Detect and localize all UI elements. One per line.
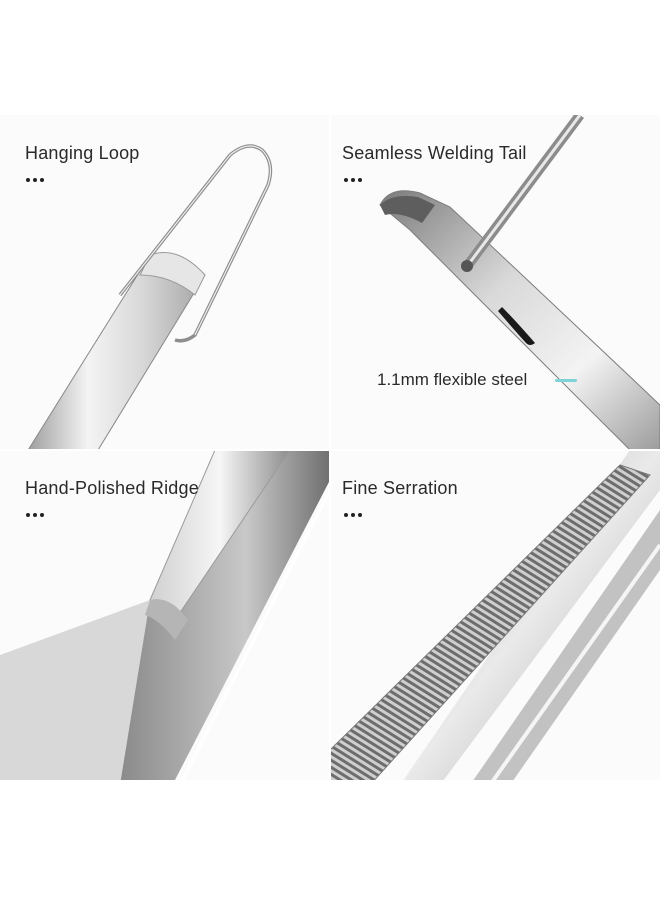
tweezer-tail-photo (379, 115, 660, 450)
label-welding-tail: Seamless Welding Tail (342, 143, 527, 163)
label-fine-serration: Fine Serration (342, 478, 458, 498)
divider-vertical (329, 115, 331, 780)
label-polished-ridge: Hand-Polished Ridge (25, 478, 199, 498)
more-dots-icon (344, 504, 365, 522)
more-dots-icon (344, 169, 365, 187)
panel-hanging-loop: Hanging Loop (0, 115, 330, 450)
tweezer-ridge-photo (0, 450, 330, 780)
more-dots-icon (26, 169, 47, 187)
panel-fine-serration: Fine Serration (330, 450, 660, 780)
panel-welding-tail: Seamless Welding Tail 1.1mm flexible ste… (330, 115, 660, 450)
callout-marker (555, 379, 577, 382)
tweezer-serration-photo (330, 450, 660, 780)
callout-flexible-steel: 1.1mm flexible steel (377, 370, 528, 389)
tweezer-loop-photo (27, 144, 273, 450)
more-dots-icon (26, 504, 47, 522)
panel-polished-ridge: Hand-Polished Ridge (0, 450, 330, 780)
label-hanging-loop: Hanging Loop (25, 143, 140, 163)
